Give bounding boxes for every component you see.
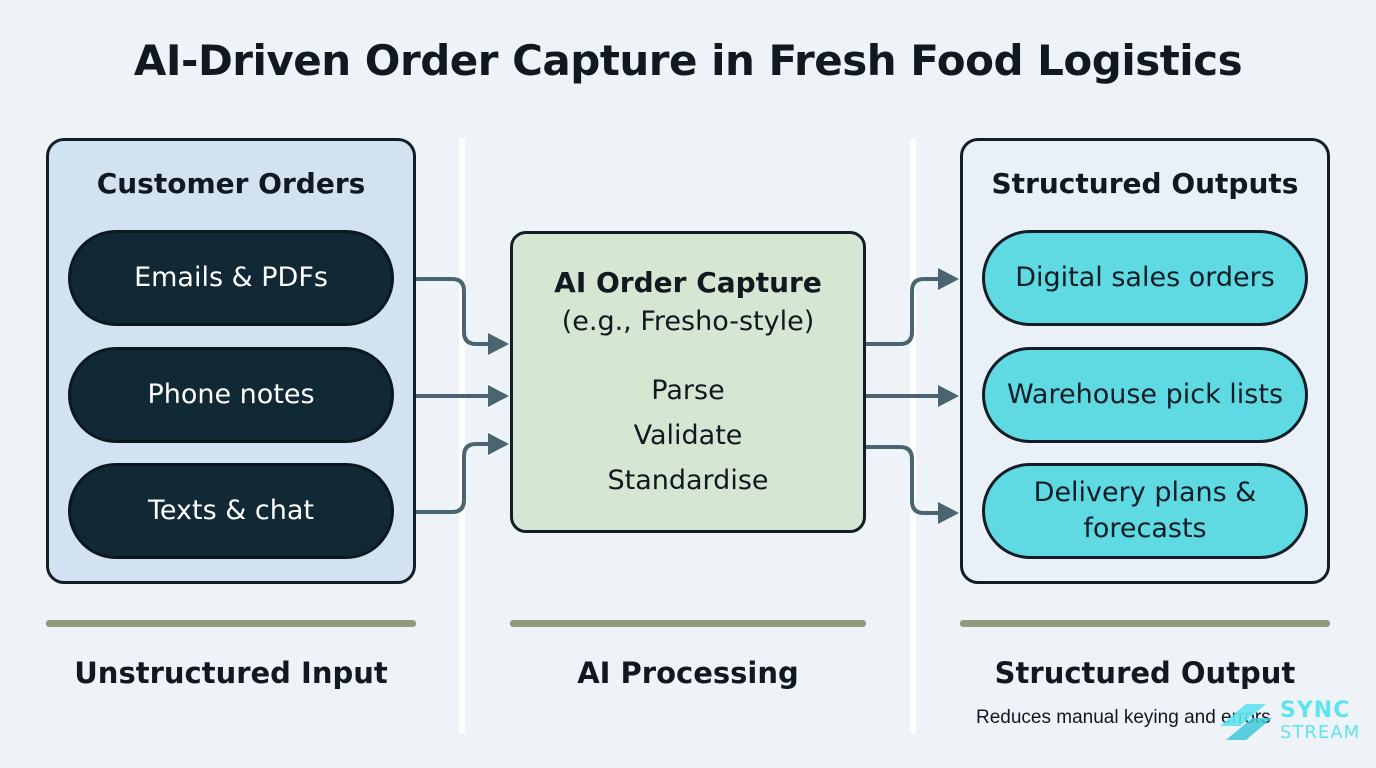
step-standardise: Standardise	[607, 465, 769, 496]
output-item-warehouse-pick-lists: Warehouse pick lists	[982, 347, 1308, 443]
input-item-texts-chat: Texts & chat	[68, 463, 394, 559]
customer-orders-panel: Customer Orders Emails & PDFs Phone note…	[46, 138, 416, 584]
divider-left	[459, 138, 465, 734]
processing-title: AI Order Capture	[554, 266, 822, 299]
underline-center	[510, 620, 866, 627]
footer-label-unstructured-input: Unstructured Input	[74, 656, 388, 690]
processing-subtitle: (e.g., Fresho-style)	[561, 306, 815, 337]
output-item-digital-sales-orders: Digital sales orders	[982, 230, 1308, 326]
underline-right	[960, 620, 1330, 627]
footer-label-ai-processing: AI Processing	[577, 656, 799, 690]
step-parse: Parse	[651, 375, 725, 406]
divider-right	[910, 138, 916, 734]
syncstream-logo: SYNC STREAM	[1216, 696, 1366, 748]
logo-text-stream: STREAM	[1280, 722, 1361, 743]
step-validate: Validate	[633, 420, 743, 451]
input-item-emails-pdfs: Emails & PDFs	[68, 230, 394, 326]
output-item-delivery-plans: Delivery plans & forecasts	[982, 463, 1308, 559]
panel-title-customer-orders: Customer Orders	[96, 167, 366, 200]
ai-order-capture-box: AI Order Capture (e.g., Fresho-style) Pa…	[510, 231, 866, 533]
underline-left	[46, 620, 416, 627]
footer-label-structured-output: Structured Output	[994, 656, 1296, 690]
structured-outputs-panel: Structured Outputs Digital sales orders …	[960, 138, 1330, 584]
footer-note: Reduces manual keying and errors	[976, 707, 1271, 728]
output-item-delivery-plans-label: Delivery plans & forecasts	[1033, 476, 1257, 544]
input-item-phone-notes: Phone notes	[68, 347, 394, 443]
logo-text-sync: SYNC	[1280, 698, 1351, 723]
panel-title-structured-outputs: Structured Outputs	[991, 167, 1299, 200]
diagram-title: AI-Driven Order Capture in Fresh Food Lo…	[133, 36, 1243, 85]
logo-mark-icon	[1220, 704, 1272, 740]
